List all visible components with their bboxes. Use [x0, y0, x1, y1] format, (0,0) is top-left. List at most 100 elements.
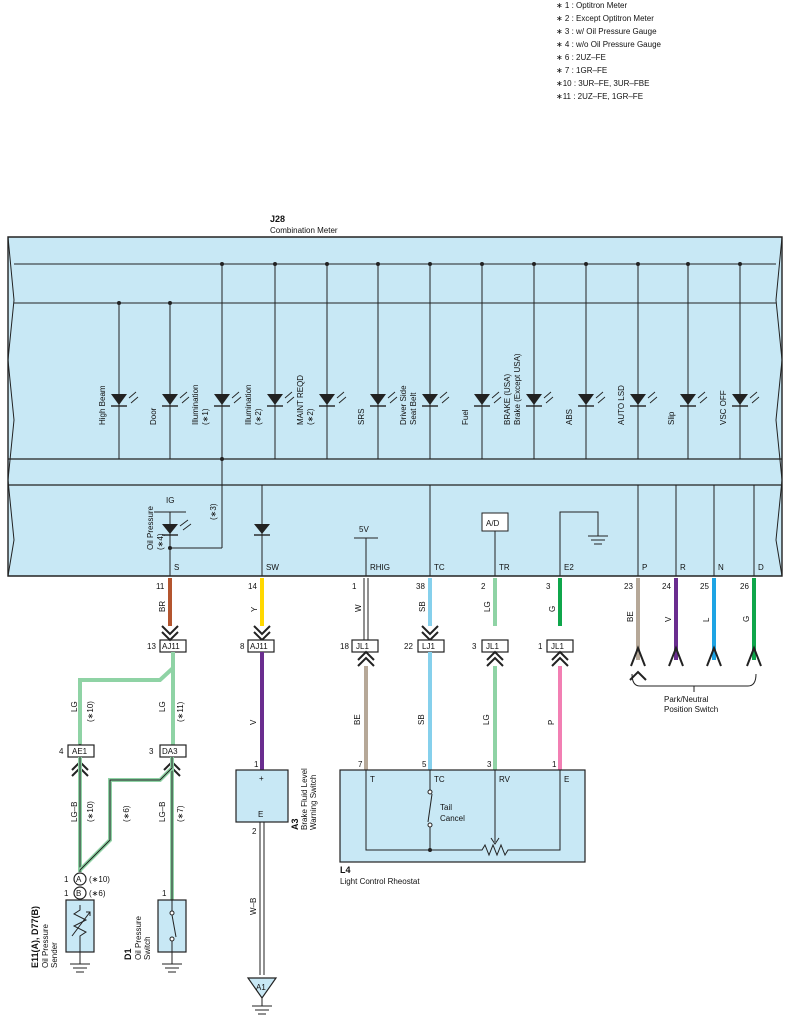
- light-control-rheostat: Tail Cancel L4 Light Control Rheostat: [339, 769, 586, 886]
- park-neutral-switch: Park/Neutral Position Switch: [629, 670, 757, 714]
- terminal-pin: 38: [416, 582, 425, 591]
- lg-10-note: (∗10): [86, 701, 95, 722]
- junction-dot: [220, 457, 224, 461]
- aj11-b-pin: 8: [240, 642, 245, 651]
- terminal-pin: 14: [248, 582, 257, 591]
- indicator-label: BRAKE (USA): [503, 374, 512, 425]
- da3-pin: 3: [149, 747, 154, 756]
- s-harness: AJ11 13 LG (∗10) LG (∗11) AE1 4 DA3 3 LG…: [30, 625, 187, 973]
- meter-name: Combination Meter: [270, 226, 338, 235]
- sender-name-2: Sender: [50, 942, 59, 968]
- lj1-pin: 22: [404, 642, 413, 651]
- indicator-label: (∗1): [201, 408, 210, 425]
- rheostat-terminal: RV: [499, 775, 511, 784]
- pressure-switch-name-1: Oil Pressure: [134, 915, 143, 960]
- sender-a-letter: A: [76, 875, 82, 884]
- led-icon: [578, 394, 594, 405]
- ground-point-label: A1: [256, 983, 266, 992]
- indicator-label: ABS: [565, 409, 574, 425]
- wire-color-label: W: [354, 604, 363, 612]
- ig-label: IG: [166, 496, 174, 505]
- sender-b-letter: B: [76, 889, 81, 898]
- indicator-label: Door: [149, 407, 158, 425]
- park-switch-name-2: Position Switch: [664, 705, 718, 714]
- wire-color-label: L: [702, 617, 711, 622]
- lj1-label: LJ1: [422, 642, 435, 651]
- sender-b-note: (∗6): [89, 889, 106, 898]
- wire-color-label: LG: [483, 601, 492, 612]
- indicator-label: MAINT REQD: [296, 375, 305, 425]
- indicator-led: AUTO LSD: [617, 262, 658, 459]
- sender-b-pin: 1: [64, 889, 69, 898]
- indicator-label: Seat Belt: [409, 392, 418, 425]
- cancel-label: Cancel: [440, 814, 465, 823]
- indicator-label: VSC OFF: [719, 390, 728, 425]
- indicator-led: ABS: [565, 262, 606, 459]
- rheostat-harness: JL1 18 BE LJ1 22 SB JL1 3 LG JL1 1 P: [340, 625, 574, 770]
- indicator-led: Door: [149, 301, 190, 459]
- brake-switch-plus: +: [259, 774, 264, 783]
- combination-meter: [7, 236, 783, 577]
- terminal-pin: 3: [546, 582, 551, 591]
- sb-mid-label: SB: [417, 714, 426, 725]
- led-icon: [526, 394, 542, 405]
- lgb-7-note: (∗7): [176, 805, 185, 822]
- rheostat-terminal: T: [370, 775, 375, 784]
- indicator-led: BRAKE (USA)Brake (Except USA): [503, 262, 554, 459]
- terminal-pin: 23: [624, 582, 633, 591]
- meter-lower: [154, 459, 755, 576]
- jl1-a-pin: 18: [340, 642, 349, 651]
- terminal-name: S: [174, 563, 179, 572]
- indicator-label: Fuel: [461, 409, 470, 425]
- terminal-name: P: [642, 563, 647, 572]
- indicator-led: Illumination(∗1): [191, 262, 242, 459]
- ae1-label: AE1: [72, 747, 88, 756]
- pressure-switch-name-2: Switch: [143, 936, 152, 960]
- aj11-a-pin: 13: [147, 642, 156, 651]
- terminal-group: S11BRSW14YRHIG1WTC38SBTR2LGE23GP23BER24V…: [156, 563, 764, 667]
- jl1-b-pin: 3: [472, 642, 477, 651]
- brake-switch-name-2: Warning Switch: [309, 775, 318, 830]
- ad-label: A/D: [486, 519, 500, 528]
- jl1-b-label: JL1: [486, 642, 499, 651]
- jl1-a-label: JL1: [356, 642, 369, 651]
- note-7: ∗ 7 : 1GR–FE: [556, 66, 607, 75]
- sw-harness: AJ11 8 V 1 + E 2 A3 Brake Fluid Level Wa…: [235, 625, 318, 1015]
- lgb-10-note: (∗10): [86, 801, 95, 822]
- terminal-name: TC: [434, 563, 445, 572]
- terminal-name: N: [718, 563, 724, 572]
- indicator-led: Slip: [667, 262, 708, 459]
- wire-color-label: G: [548, 606, 557, 612]
- jl1-c-pin: 1: [538, 642, 543, 651]
- sender-a-pin: 1: [64, 875, 69, 884]
- notes: ∗ 1 : Optitron Meter ∗ 2 : Except Optitr…: [556, 1, 662, 101]
- tail-label: Tail: [440, 803, 452, 812]
- rheostat-pin: 1: [552, 760, 557, 769]
- oil-pressure-note: (∗4): [156, 533, 165, 550]
- led-icon: [111, 394, 127, 405]
- note-3-label: (∗3): [209, 503, 218, 520]
- sender-name-1: Oil Pressure: [41, 923, 50, 968]
- note-10: ∗10 : 3UR–FE, 3UR–FBE: [556, 79, 649, 88]
- terminal-pin: 1: [352, 582, 357, 591]
- led-icon: [267, 394, 283, 405]
- indicator-label: High Beam: [98, 385, 107, 425]
- wire-color-label: Y: [250, 606, 259, 612]
- rheostat-pin: 5: [422, 760, 427, 769]
- five-v-label: 5V: [359, 525, 369, 534]
- oil-pressure-label: Oil Pressure: [146, 505, 155, 550]
- indicator-led: MAINT REQD(∗2): [296, 262, 347, 459]
- wire-color-label: SB: [418, 601, 427, 612]
- lg-11-label: LG: [158, 701, 167, 712]
- lgb-10-label: LG–B: [70, 802, 79, 822]
- led-icon: [214, 394, 230, 405]
- indicator-label: SRS: [357, 409, 366, 425]
- wire-color-label: BR: [158, 601, 167, 612]
